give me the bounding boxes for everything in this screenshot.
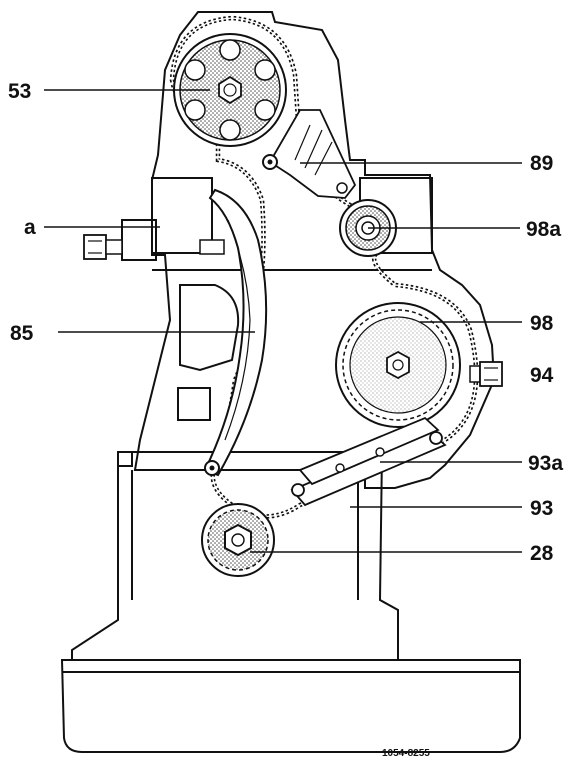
callout-28: 28 (530, 542, 554, 565)
callout-98: 98 (530, 312, 554, 335)
callout-leaders (44, 89, 522, 553)
tensioner-rail (203, 188, 268, 477)
camshaft-sprocket (173, 33, 287, 147)
callout-a: a (24, 216, 36, 239)
figure-reference-number: 1054-8255 (382, 748, 430, 759)
callout-89: 89 (530, 152, 553, 175)
callout-labels: 53 a 85 89 98a 98 94 93a 93 28 (8, 80, 563, 565)
crankshaft-sprocket (201, 503, 275, 577)
callout-85: 85 (10, 322, 34, 345)
lower-chain-guide (290, 416, 447, 507)
chain-tensioner (83, 234, 225, 260)
oil-pan (60, 451, 521, 753)
callout-93: 93 (530, 497, 553, 520)
callout-94: 94 (530, 364, 554, 387)
engine-block (121, 11, 496, 489)
auxiliary-shaft-sprocket (335, 302, 461, 428)
callout-53: 53 (8, 80, 31, 103)
upper-chain-guide (262, 109, 357, 199)
callout-98a: 98a (526, 218, 561, 241)
callout-93a: 93a (528, 452, 563, 475)
plug-bolt (469, 361, 503, 387)
